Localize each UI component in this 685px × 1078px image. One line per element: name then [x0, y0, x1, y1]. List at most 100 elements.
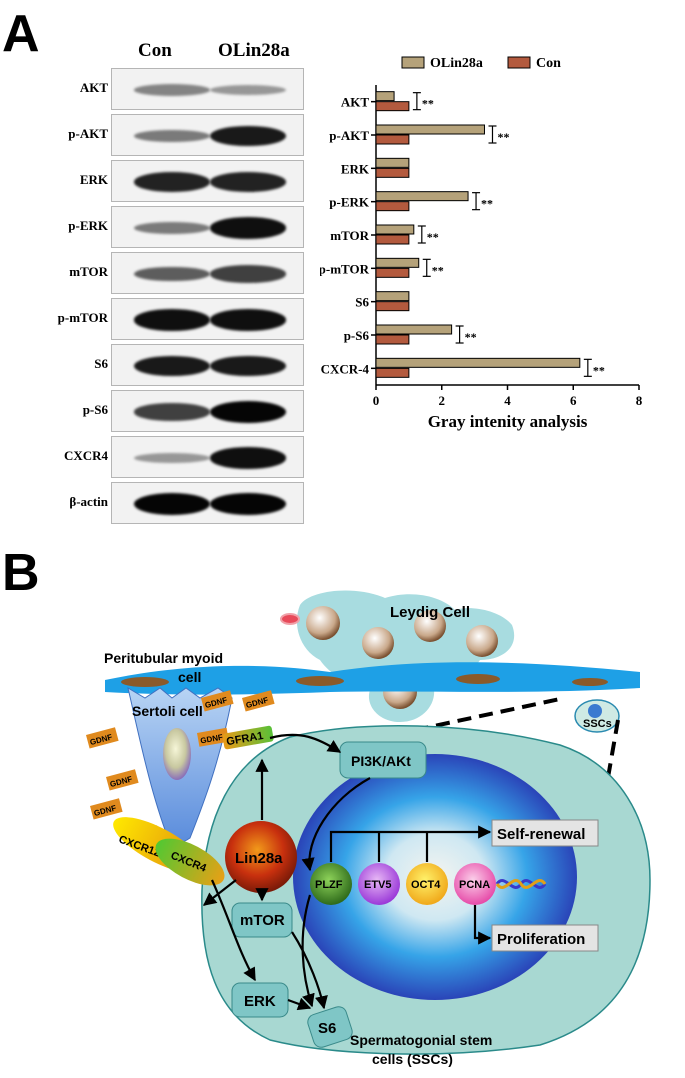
x-tick-label: 4 [504, 393, 511, 408]
s6-node [307, 1006, 353, 1048]
significance-mark: ** [481, 197, 493, 211]
band-olin28a [210, 172, 286, 192]
myoid-nucleus [121, 677, 169, 687]
bar [375, 124, 485, 135]
legend-swatch [401, 56, 425, 69]
band-olin28a [210, 217, 286, 239]
band-olin28a [210, 265, 286, 283]
y-tick-label: ERK [341, 161, 370, 176]
blot-strip [111, 390, 304, 432]
lin28a-node [225, 821, 297, 893]
leydig-nucleus [414, 610, 446, 642]
blot-strip [111, 344, 304, 386]
leydig-nucleus [362, 627, 394, 659]
proliferation-label: Proliferation [497, 931, 585, 948]
blot-strip [111, 252, 304, 294]
blot-strip [111, 68, 304, 110]
peritubular-label: Peritubular myoid [104, 650, 223, 666]
plzf-node [310, 863, 352, 905]
band-con [134, 84, 210, 96]
bar [375, 301, 410, 312]
plzf-label: PLZF [315, 879, 343, 891]
sertoli-nucleus [163, 728, 191, 780]
legend-label: OLin28a [430, 56, 483, 71]
bar [375, 201, 410, 212]
bar [375, 134, 410, 145]
band-olin28a [210, 85, 286, 95]
blot-strip [111, 436, 304, 478]
blot-row: p-AKT [0, 114, 305, 156]
myoid-nucleus [296, 676, 344, 686]
y-tick-label: p-ERK [329, 195, 370, 210]
pcna-node [454, 863, 496, 905]
bar [375, 101, 410, 112]
significance-mark: ** [497, 130, 509, 144]
leydig-label: Leydig Cell [390, 604, 470, 621]
significance-mark: ** [465, 330, 477, 344]
s6-label: S6 [318, 1020, 336, 1037]
blot-strip [111, 160, 304, 202]
band-olin28a [210, 355, 286, 377]
cxcr4-receptor [155, 838, 225, 886]
legend-swatch [507, 56, 531, 69]
ssc-label-2: cells (SSCs) [372, 1051, 453, 1067]
significance-mark: ** [427, 230, 439, 244]
self-renewal-box [491, 819, 599, 847]
blot-strip [111, 114, 304, 156]
y-tick-label: p-AKT [329, 128, 369, 143]
blot-row: p-mTOR [0, 298, 305, 340]
blot-label: AKT [79, 80, 108, 95]
myoid-nucleus [572, 678, 608, 686]
band-olin28a [210, 309, 286, 331]
bar [375, 357, 581, 368]
y-tick-label: S6 [355, 295, 369, 310]
bar [375, 234, 410, 245]
bar [375, 291, 410, 302]
red-cell [280, 613, 300, 625]
significance-mark: ** [422, 97, 434, 111]
peritubular-label-2: cell [178, 669, 201, 685]
blot-strip [111, 206, 304, 248]
y-tick-label: CXCR-4 [321, 361, 370, 376]
leydig-nucleus [306, 606, 340, 640]
band-con [134, 221, 210, 235]
mtor-label: mTOR [240, 912, 285, 929]
pcna-label: PCNA [459, 879, 490, 891]
blot-row: β-actin [0, 482, 305, 524]
blot-row: p-ERK [0, 206, 305, 248]
bar [375, 324, 453, 335]
blot-row: ERK [0, 160, 305, 202]
blot-label: p-mTOR [57, 310, 108, 325]
blot-label: p-S6 [82, 402, 108, 417]
gfra1-receptor: GFRA1 [222, 725, 274, 750]
self-renewal-label: Self-renewal [497, 826, 585, 843]
band-con [134, 493, 210, 515]
x-axis-label: Gray intenity analysis [428, 412, 588, 431]
blot-label: mTOR [69, 264, 108, 279]
band-con [134, 403, 210, 421]
band-con [134, 309, 210, 331]
blot-row: AKT [0, 68, 305, 110]
panel-b-letter: B [2, 544, 40, 602]
bar [375, 334, 410, 345]
band-con [134, 266, 210, 282]
pathway-arrows [202, 733, 492, 1011]
myoid-nucleus [456, 674, 500, 684]
x-tick-label: 0 [373, 393, 380, 408]
band-con [134, 172, 210, 192]
leydig-body [296, 590, 515, 722]
bar [375, 267, 410, 278]
blot-strip [111, 298, 304, 340]
y-tick-label: mTOR [330, 228, 369, 243]
blot-label: β-actin [69, 494, 108, 509]
bar [375, 157, 410, 168]
x-tick-label: 2 [439, 393, 446, 408]
significance-mark: ** [593, 363, 605, 377]
significance-mark: ** [432, 263, 444, 277]
gdnf-label: GDNF [200, 733, 224, 746]
erk-label: ERK [244, 993, 276, 1010]
pi3k-node [339, 741, 427, 779]
bar [375, 167, 410, 178]
y-tick-label: p-mTOR [320, 261, 370, 276]
